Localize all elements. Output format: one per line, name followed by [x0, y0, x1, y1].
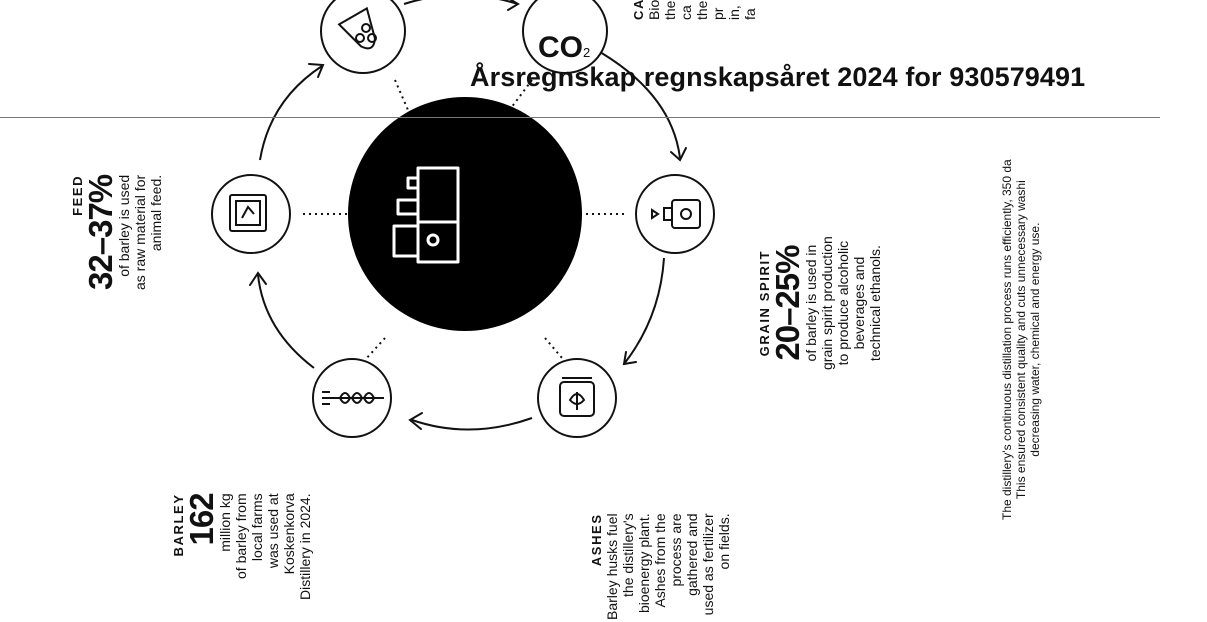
- co2-icon-circle: CO 2: [522, 0, 608, 74]
- barley-line-5: Koskenkorva: [281, 493, 297, 575]
- feed-sack-icon: [229, 194, 267, 232]
- ashes-line-1: Barley husks fuel: [604, 513, 620, 620]
- ashes-line-5: process are: [668, 513, 684, 587]
- ashes-text-block: ASHES Barley husks fuel the distillery's…: [589, 513, 732, 620]
- carbon-dioxide-line-5: pr: [710, 7, 726, 20]
- carbon-dioxide-text-block: CA Bio the ca the pr in, fa: [631, 0, 758, 20]
- page-title: Årsregnskap regnskapsåret 2024 for 93057…: [470, 62, 1086, 92]
- ashes-icon-circle: [537, 358, 617, 438]
- co2-subscript: 2: [583, 45, 590, 60]
- note-line-1: The distillery's continuous distillation…: [1000, 159, 1014, 520]
- co2-symbol: CO: [538, 31, 583, 64]
- ashes-line-6: gathered and: [684, 513, 700, 596]
- ashes-label: ASHES: [589, 513, 604, 567]
- feed-line-1: of barley is used: [116, 174, 132, 277]
- title-divider: [0, 117, 1160, 118]
- center-disc: [348, 97, 582, 331]
- grain-spirit-line-1: of barley is used in: [803, 244, 819, 362]
- distillation-note: The distillery's continuous distillation…: [1000, 159, 1042, 520]
- cycle-arrows: [257, 0, 681, 431]
- cycle-arrowheads: [249, 0, 687, 430]
- feed-icon-circle: [211, 174, 291, 254]
- carbon-dioxide-line-4: the: [694, 0, 710, 20]
- feed-line-2: as raw material for: [132, 174, 148, 290]
- carbon-dioxide-line-3: ca: [678, 5, 694, 20]
- barley-drop-icon: [337, 6, 377, 50]
- carbon-dioxide-line-6: in,: [726, 5, 742, 20]
- barley-text-block: BARLEY 162 million kg of barley from loc…: [171, 493, 313, 600]
- carbon-dioxide-label: CA: [631, 0, 646, 20]
- carbon-dioxide-line-1: Bio: [646, 0, 662, 20]
- wheat-icon: [322, 391, 384, 405]
- grain-spirit-value: 20–25%: [769, 245, 806, 361]
- grain-spirit-text-block: GRAIN SPIRIT 20–25% of barley is used in…: [757, 236, 883, 370]
- barley-line-1: million kg: [217, 493, 233, 552]
- feed-line-3: animal feed.: [148, 174, 164, 252]
- grain-spirit-line-2: grain spirit production: [819, 236, 835, 370]
- drop-icon-circle: [320, 0, 406, 74]
- distillery-icon: [392, 166, 460, 264]
- carbon-dioxide-line-2: the: [662, 0, 678, 20]
- carbon-dioxide-line-7: fa: [742, 8, 758, 20]
- ashes-line-7: used as fertilizer: [700, 513, 716, 616]
- spirit-bottle-icon: [651, 199, 701, 229]
- barley-icon-circle: [312, 358, 392, 438]
- feed-value: 32–37%: [82, 174, 119, 290]
- barley-value: 162: [183, 493, 220, 546]
- note-line-3: decreasing water, chemical and energy us…: [1028, 222, 1042, 457]
- grain-spirit-line-5: technical ethanols.: [867, 245, 883, 362]
- feed-text-block: FEED 32–37% of barley is used as raw mat…: [70, 174, 164, 290]
- ashes-line-8: on fields.: [716, 513, 732, 570]
- ashes-jar-icon: [559, 377, 595, 417]
- ashes-line-2: the distillery's: [620, 513, 636, 597]
- dotted-spokes: [303, 79, 628, 361]
- grain-spirit-line-4: beverages and: [851, 256, 867, 350]
- ashes-line-3: bioenergy plant.: [636, 513, 652, 614]
- grain-spirit-icon-circle: [635, 174, 715, 254]
- barley-line-2: of barley from: [233, 493, 249, 579]
- barley-line-6: Distillery in 2024.: [297, 493, 313, 600]
- grain-spirit-line-3: to produce alcoholic: [835, 240, 851, 366]
- barley-line-3: local farms: [249, 493, 265, 562]
- note-line-2: This ensured consistent quality and cuts…: [1014, 180, 1028, 500]
- ashes-line-4: Ashes from the: [652, 513, 668, 608]
- barley-line-4: was used at: [265, 493, 281, 569]
